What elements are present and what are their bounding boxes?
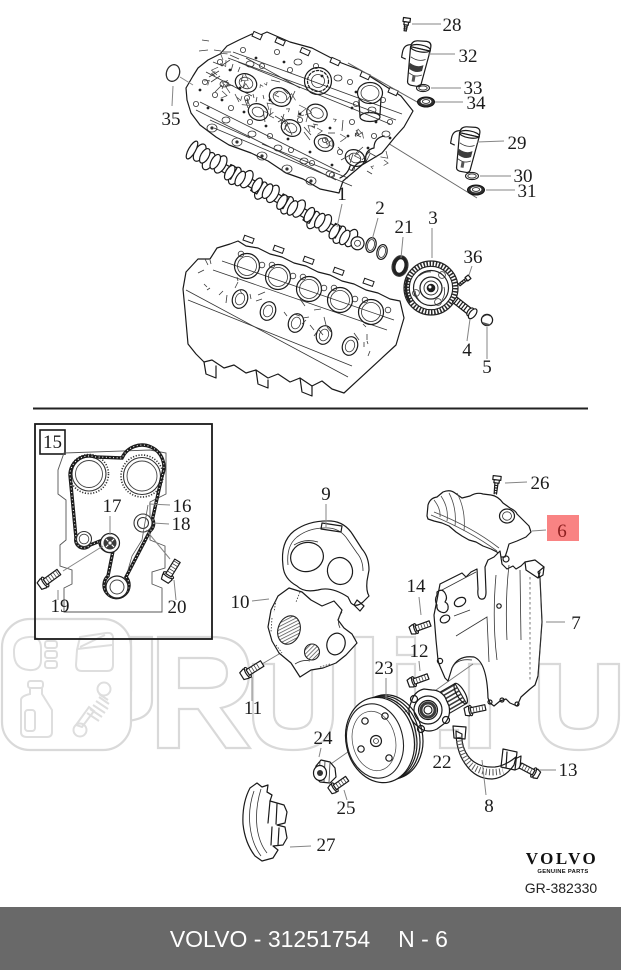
svg-text:19: 19 — [51, 596, 70, 617]
svg-text:7: 7 — [571, 613, 581, 634]
svg-text:2: 2 — [375, 198, 385, 219]
svg-text:3: 3 — [428, 208, 438, 229]
svg-text:28: 28 — [443, 15, 462, 36]
svg-text:27: 27 — [317, 835, 336, 856]
svg-text:17: 17 — [103, 496, 122, 517]
svg-text:4: 4 — [462, 340, 472, 361]
svg-text:GR-382330: GR-382330 — [525, 880, 598, 896]
svg-text:31: 31 — [518, 181, 537, 202]
svg-text:VOLVO: VOLVO — [526, 849, 599, 868]
svg-text:22: 22 — [433, 752, 452, 773]
svg-text:8: 8 — [484, 796, 494, 817]
svg-text:5: 5 — [482, 357, 492, 378]
svg-text:13: 13 — [559, 760, 578, 781]
svg-text:23: 23 — [375, 658, 394, 679]
svg-text:35: 35 — [162, 109, 181, 130]
svg-text:21: 21 — [395, 217, 414, 238]
svg-text:26: 26 — [531, 473, 550, 494]
svg-text:29: 29 — [508, 133, 527, 154]
svg-text:11: 11 — [244, 698, 262, 719]
svg-text:34: 34 — [467, 93, 487, 114]
svg-text:14: 14 — [407, 576, 427, 597]
svg-text:18: 18 — [172, 514, 191, 535]
svg-text:24: 24 — [314, 728, 334, 749]
svg-text:32: 32 — [459, 46, 478, 67]
svg-text:N - 6: N - 6 — [398, 926, 448, 952]
svg-text:1: 1 — [337, 184, 347, 205]
svg-text:30: 30 — [514, 166, 533, 187]
svg-text:VOLVO - 31251754: VOLVO - 31251754 — [170, 926, 371, 952]
svg-text:33: 33 — [464, 78, 483, 99]
svg-text:6: 6 — [557, 521, 567, 542]
svg-text:36: 36 — [464, 247, 483, 268]
svg-text:15: 15 — [43, 432, 62, 453]
svg-text:16: 16 — [173, 496, 192, 517]
svg-text:GENUINE PARTS: GENUINE PARTS — [537, 869, 588, 875]
svg-text:12: 12 — [410, 641, 429, 662]
svg-text:10: 10 — [231, 592, 250, 613]
svg-text:20: 20 — [168, 597, 187, 618]
svg-text:25: 25 — [337, 798, 356, 819]
svg-text:9: 9 — [321, 484, 331, 505]
